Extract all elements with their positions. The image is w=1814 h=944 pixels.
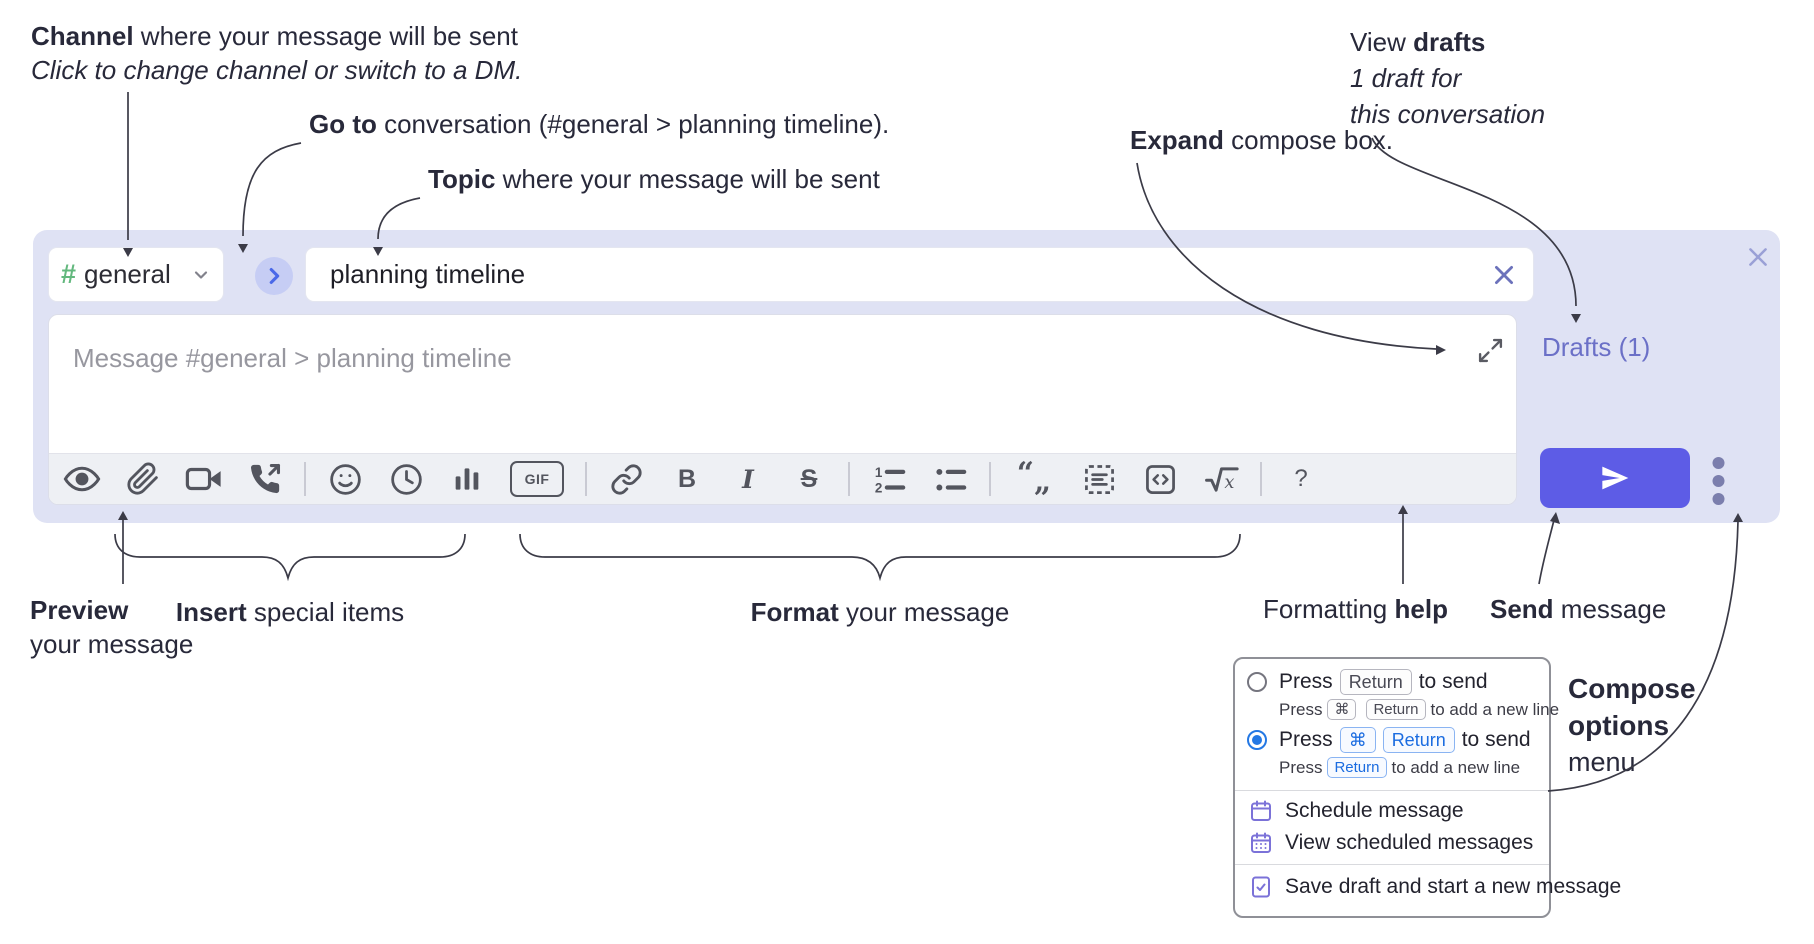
strikethrough-button[interactable]: S (800, 464, 818, 493)
blockquote-button[interactable]: “„ (1016, 456, 1052, 499)
calendar-icon (1251, 800, 1271, 821)
annotation-insert: Insert special items (175, 597, 405, 627)
annotation-goto: Go to conversation (#general > planning … (309, 109, 890, 139)
radio-unselected-icon[interactable] (1247, 672, 1267, 692)
view-scheduled-messages-item[interactable]: View scheduled messages (1249, 831, 1533, 855)
audio-clip-button[interactable] (246, 460, 284, 498)
ordered-list-icon: 12 (875, 465, 906, 495)
clock-icon (390, 463, 422, 495)
video-clip-button[interactable] (185, 460, 223, 498)
popup-divider (1235, 790, 1549, 791)
annotation-send: Send message (1490, 594, 1667, 624)
message-input[interactable]: Message #general > planning timeline (49, 315, 1516, 455)
annotation-view-drafts-line3: this conversation (1350, 99, 1546, 129)
goto-conversation-button[interactable] (255, 257, 293, 295)
italic-button[interactable]: I (742, 464, 754, 494)
attach-file-button[interactable] (124, 460, 162, 498)
annotation-expand: Expand compose box. (1130, 125, 1394, 155)
send-button[interactable] (1540, 448, 1690, 508)
annotation-view-drafts-line2: 1 draft for (1350, 63, 1462, 93)
topic-input[interactable]: planning timeline (305, 247, 1534, 302)
radio-selected-icon[interactable] (1247, 730, 1267, 750)
compose-options-button[interactable] (1711, 455, 1726, 507)
annotation-view-drafts: View drafts (1350, 27, 1486, 57)
drafts-link[interactable]: Drafts (1) (1542, 332, 1651, 362)
gif-icon: GIF (510, 461, 564, 497)
chevron-right-icon (269, 268, 280, 284)
send-plane-icon (1602, 466, 1629, 490)
code-button[interactable] (1141, 460, 1179, 498)
chevron-down-icon (191, 265, 211, 285)
link-icon (610, 463, 642, 495)
close-compose-button[interactable] (1741, 240, 1775, 274)
annotation-preview-line2: your message (30, 629, 194, 659)
formula-sqrt-icon: x (1204, 466, 1239, 493)
popup-divider (1235, 864, 1549, 865)
quote-icon: “ (1016, 456, 1034, 491)
svg-text:x: x (1224, 472, 1234, 493)
draft-check-icon (1252, 876, 1270, 898)
channel-hash-icon: # (61, 259, 77, 289)
calendar-grid-icon (1251, 832, 1271, 853)
poll-button[interactable] (448, 460, 486, 498)
annotation-compose-menu-line3: menu (1568, 747, 1636, 777)
bold-button[interactable]: B (677, 464, 697, 493)
annotation-compose-menu: Compose (1568, 673, 1696, 704)
preview-eye-button[interactable] (63, 460, 101, 498)
topic-value: planning timeline (330, 259, 526, 289)
emoji-button[interactable] (326, 460, 364, 498)
annotation-channel-line2: Click to change channel or switch to a D… (31, 55, 523, 85)
toolbar-divider (304, 462, 306, 496)
clear-topic-icon[interactable] (1491, 262, 1517, 288)
message-placeholder: Message #general > planning timeline (73, 343, 512, 373)
compose-box: # general planning timeline Message #gen… (33, 230, 1780, 523)
gif-button[interactable]: GIF (509, 460, 565, 498)
svg-text:2: 2 (875, 480, 882, 495)
toolbar-divider (989, 462, 991, 496)
emoji-icon (329, 463, 361, 495)
message-compose-area: Message #general > planning timeline (48, 314, 1517, 505)
annotation-preview: Preview (30, 595, 129, 625)
annotation-compose-menu-line2: options (1568, 710, 1670, 741)
link-button[interactable] (607, 460, 645, 498)
code-icon (1145, 464, 1175, 494)
channel-selector[interactable]: # general (48, 247, 224, 302)
format-brace (519, 533, 1241, 582)
paperclip-icon (127, 462, 158, 495)
toolbar-divider (1260, 462, 1262, 496)
video-camera-icon (185, 467, 221, 491)
bar-chart-icon (455, 468, 479, 490)
annotation-formatting-help: Formatting help (1263, 594, 1448, 624)
code-block-button[interactable] (1080, 460, 1118, 498)
phone-call-icon (250, 463, 281, 494)
formula-button[interactable]: x (1202, 460, 1240, 498)
close-icon (1749, 248, 1767, 266)
insert-brace (114, 533, 466, 582)
bulleted-list-button[interactable] (931, 460, 969, 498)
toolbar-divider (848, 462, 850, 496)
eye-icon (63, 466, 101, 492)
annotation-topic: Topic where your message will be sent (428, 164, 880, 194)
schedule-message-item[interactable]: Schedule message (1249, 799, 1464, 823)
channel-name: general (84, 259, 171, 289)
annotation-channel: Channel where your message will be sent (31, 21, 518, 51)
annotation-format: Format your message (750, 597, 1010, 627)
toolbar-divider (585, 462, 587, 496)
kebab-menu-icon (1712, 457, 1725, 505)
recent-history-button[interactable] (387, 460, 425, 498)
bulleted-list-icon (936, 468, 967, 491)
formatting-help-button[interactable]: ? (1294, 465, 1308, 492)
code-block-icon (1084, 464, 1114, 494)
expand-compose-button[interactable] (1477, 337, 1504, 364)
expand-icon (1478, 338, 1503, 363)
svg-text:1: 1 (875, 465, 883, 480)
save-draft-item[interactable]: Save draft and start a new message (1249, 875, 1621, 899)
